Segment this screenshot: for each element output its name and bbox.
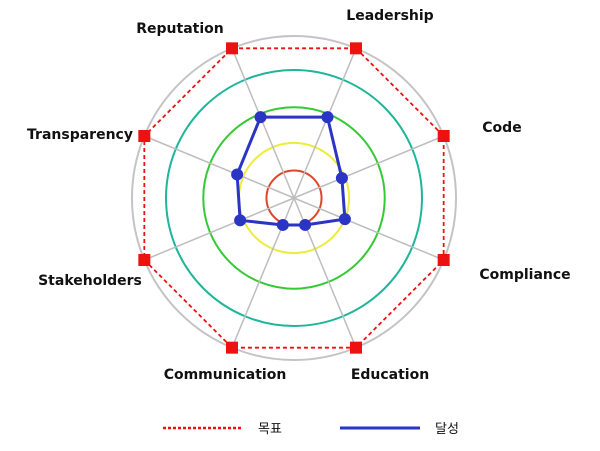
achieved-marker-education [299, 218, 312, 231]
target-marker-reputation [226, 42, 239, 55]
legend-label-0: 목표 [258, 422, 282, 437]
achieved-marker-compliance [338, 213, 351, 226]
achieved-marker-reputation [254, 111, 267, 124]
axis-line-compliance [293, 197, 444, 261]
target-marker-transparency [138, 130, 151, 143]
grid-circle-3 [165, 69, 423, 327]
achieved-marker-communication [276, 218, 289, 231]
axis-label-leadership: Leadership [346, 8, 433, 24]
grid-circle-2 [202, 106, 386, 290]
axis-label-communication: Communication [164, 367, 287, 383]
radar-grid [131, 35, 457, 361]
radar-series [138, 42, 450, 354]
target-marker-stakeholders [138, 253, 151, 266]
axis-label-code: Code [482, 120, 521, 136]
axis-line-stakeholders [144, 197, 295, 261]
target-marker-education [349, 341, 362, 354]
grid-circle-4 [131, 35, 457, 361]
axis-line-leadership [293, 48, 357, 199]
achieved-marker-code [335, 172, 348, 185]
achieved-marker-leadership [321, 111, 334, 124]
axis-label-transparency: Transparency [27, 127, 133, 143]
axis-line-transparency [144, 135, 295, 199]
axis-label-education: Education [351, 367, 429, 383]
radar-axes [144, 48, 444, 348]
axis-line-reputation [231, 48, 295, 199]
series-line-0 [143, 47, 445, 349]
axis-label-compliance: Compliance [479, 267, 570, 283]
achieved-marker-transparency [231, 168, 244, 181]
target-marker-code [437, 130, 450, 143]
axis-label-reputation: Reputation [136, 21, 223, 37]
achieved-marker-stakeholders [234, 214, 247, 227]
target-marker-communication [226, 341, 239, 354]
legend: 목표 달성 [163, 422, 459, 437]
axis-label-stakeholders: Stakeholders [38, 273, 142, 289]
axis-line-code [293, 135, 444, 199]
legend-label-1: 달성 [435, 422, 459, 437]
target-marker-compliance [437, 253, 450, 266]
target-marker-leadership [349, 42, 362, 55]
